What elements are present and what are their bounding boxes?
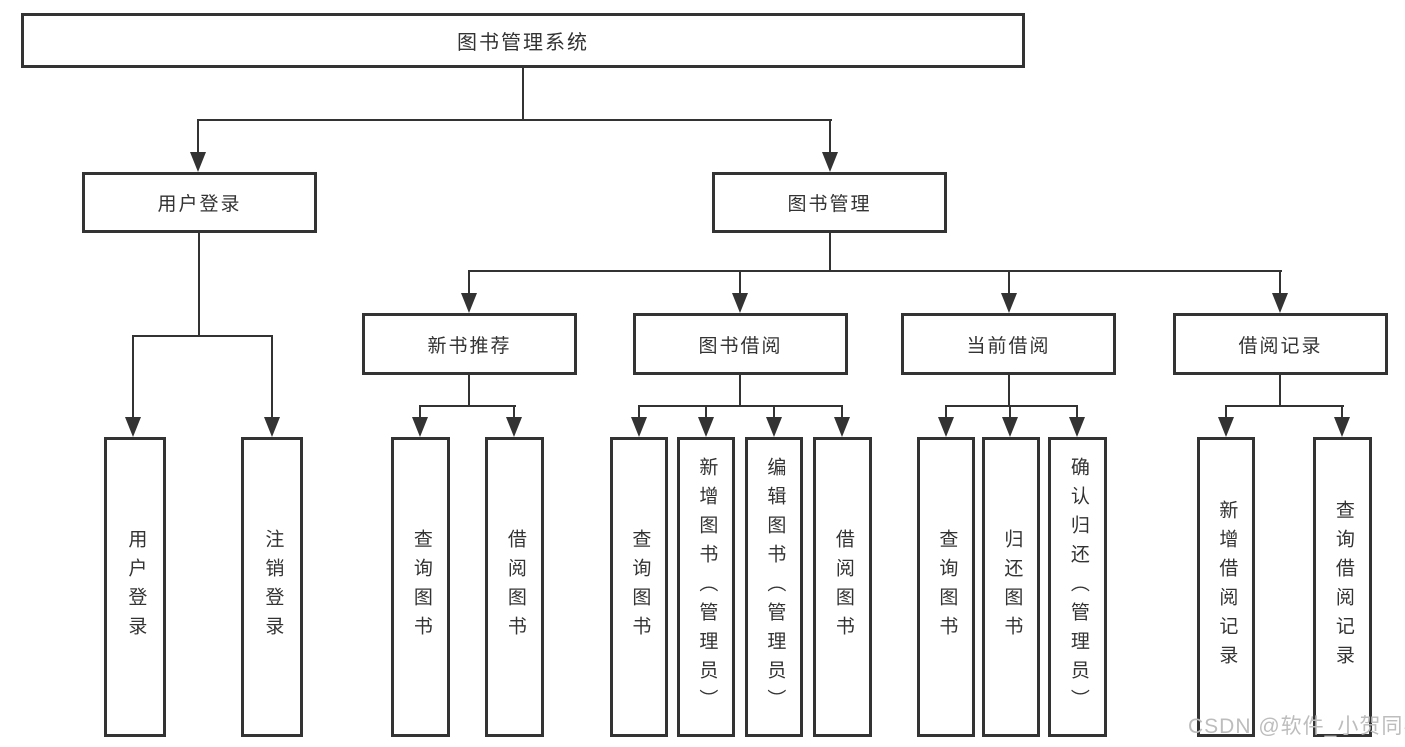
leaf-logout: 注销登录 <box>241 437 303 737</box>
node-borrowing-records: 借阅记录 <box>1173 313 1388 375</box>
leaf-label: 注销登录 <box>262 529 284 645</box>
connector-line <box>841 405 843 418</box>
arrow-down-icon <box>190 152 206 172</box>
connector-line <box>1009 405 1011 418</box>
arrow-down-icon <box>766 417 782 437</box>
leaf-query-borrow-record: 查询借阅记录 <box>1313 437 1372 737</box>
connector-line <box>638 405 843 407</box>
connector-line <box>638 405 640 418</box>
connector-line <box>271 335 273 418</box>
node-library-system: 图书管理系统 <box>21 13 1025 68</box>
leaf-label: 新增借阅记录 <box>1216 500 1238 674</box>
connector-line <box>1225 405 1344 407</box>
connector-line <box>945 405 1078 407</box>
connector-line <box>132 335 273 337</box>
connector-line <box>1225 405 1227 418</box>
arrow-down-icon <box>822 152 838 172</box>
node-book-borrowing: 图书借阅 <box>633 313 848 375</box>
connector-line <box>513 405 515 418</box>
connector-line <box>739 375 741 406</box>
arrow-down-icon <box>125 417 141 437</box>
leaf-edit-book-admin: 编辑图书（管理员） <box>745 437 803 737</box>
arrow-down-icon <box>938 417 954 437</box>
connector-line <box>1341 405 1343 418</box>
arrow-down-icon <box>264 417 280 437</box>
connector-line <box>419 405 421 418</box>
arrow-down-icon <box>1001 293 1017 313</box>
arrow-down-icon <box>834 417 850 437</box>
leaf-borrow-books-recommend: 借阅图书 <box>485 437 544 737</box>
leaf-label: 新增图书（管理员） <box>696 456 718 718</box>
arrow-down-icon <box>1334 417 1350 437</box>
leaf-borrow-books: 借阅图书 <box>813 437 872 737</box>
leaf-user-login: 用户登录 <box>104 437 166 737</box>
leaf-query-books-recommend: 查询图书 <box>391 437 450 737</box>
connector-line <box>739 270 741 294</box>
connector-line <box>1279 270 1281 294</box>
arrow-down-icon <box>1272 293 1288 313</box>
connector-line <box>1008 270 1010 294</box>
arrow-down-icon <box>1069 417 1085 437</box>
connector-line <box>132 335 134 418</box>
leaf-label: 借阅图书 <box>504 529 526 645</box>
connector-line <box>945 405 947 418</box>
arrow-down-icon <box>461 293 477 313</box>
connector-line <box>468 270 1282 272</box>
leaf-label: 查询借阅记录 <box>1332 500 1354 674</box>
leaf-add-borrow-record: 新增借阅记录 <box>1197 437 1255 737</box>
arrow-down-icon <box>1002 417 1018 437</box>
connector-line <box>1279 375 1281 406</box>
leaf-add-book-admin: 新增图书（管理员） <box>677 437 735 737</box>
arrow-down-icon <box>631 417 647 437</box>
connector-line <box>829 233 831 271</box>
arrow-down-icon <box>506 417 522 437</box>
watermark: CSDN @软件_小贺同学 <box>1188 715 1405 738</box>
connector-line <box>468 375 470 406</box>
connector-line <box>468 270 470 294</box>
leaf-return-books: 归还图书 <box>982 437 1040 737</box>
leaf-label: 借阅图书 <box>832 529 854 645</box>
arrow-down-icon <box>698 417 714 437</box>
node-book-management: 图书管理 <box>712 172 947 233</box>
node-new-book-recommend: 新书推荐 <box>362 313 577 375</box>
leaf-label: 归还图书 <box>1001 529 1023 645</box>
leaf-query-books-borrowing: 查询图书 <box>610 437 668 737</box>
leaf-label: 编辑图书（管理员） <box>764 456 786 718</box>
connector-line <box>197 119 832 121</box>
node-user-login: 用户登录 <box>82 172 317 233</box>
connector-line <box>522 68 524 119</box>
leaf-label: 查询图书 <box>410 529 432 645</box>
connector-line <box>705 405 707 418</box>
connector-line <box>197 119 199 153</box>
arrow-down-icon <box>412 417 428 437</box>
connector-line <box>1008 375 1010 406</box>
connector-line <box>829 119 831 153</box>
connector-line <box>1076 405 1078 418</box>
arrow-down-icon <box>732 293 748 313</box>
leaf-label: 查询图书 <box>629 529 651 645</box>
leaf-confirm-return-admin: 确认归还（管理员） <box>1048 437 1107 737</box>
leaf-label: 用户登录 <box>125 529 147 645</box>
leaf-label: 查询图书 <box>936 529 958 645</box>
leaf-query-books-current: 查询图书 <box>917 437 975 737</box>
leaf-label: 确认归还（管理员） <box>1067 456 1089 718</box>
node-current-borrowing: 当前借阅 <box>901 313 1116 375</box>
connector-line <box>419 405 516 407</box>
connector-line <box>773 405 775 418</box>
connector-line <box>198 233 200 336</box>
arrow-down-icon <box>1218 417 1234 437</box>
